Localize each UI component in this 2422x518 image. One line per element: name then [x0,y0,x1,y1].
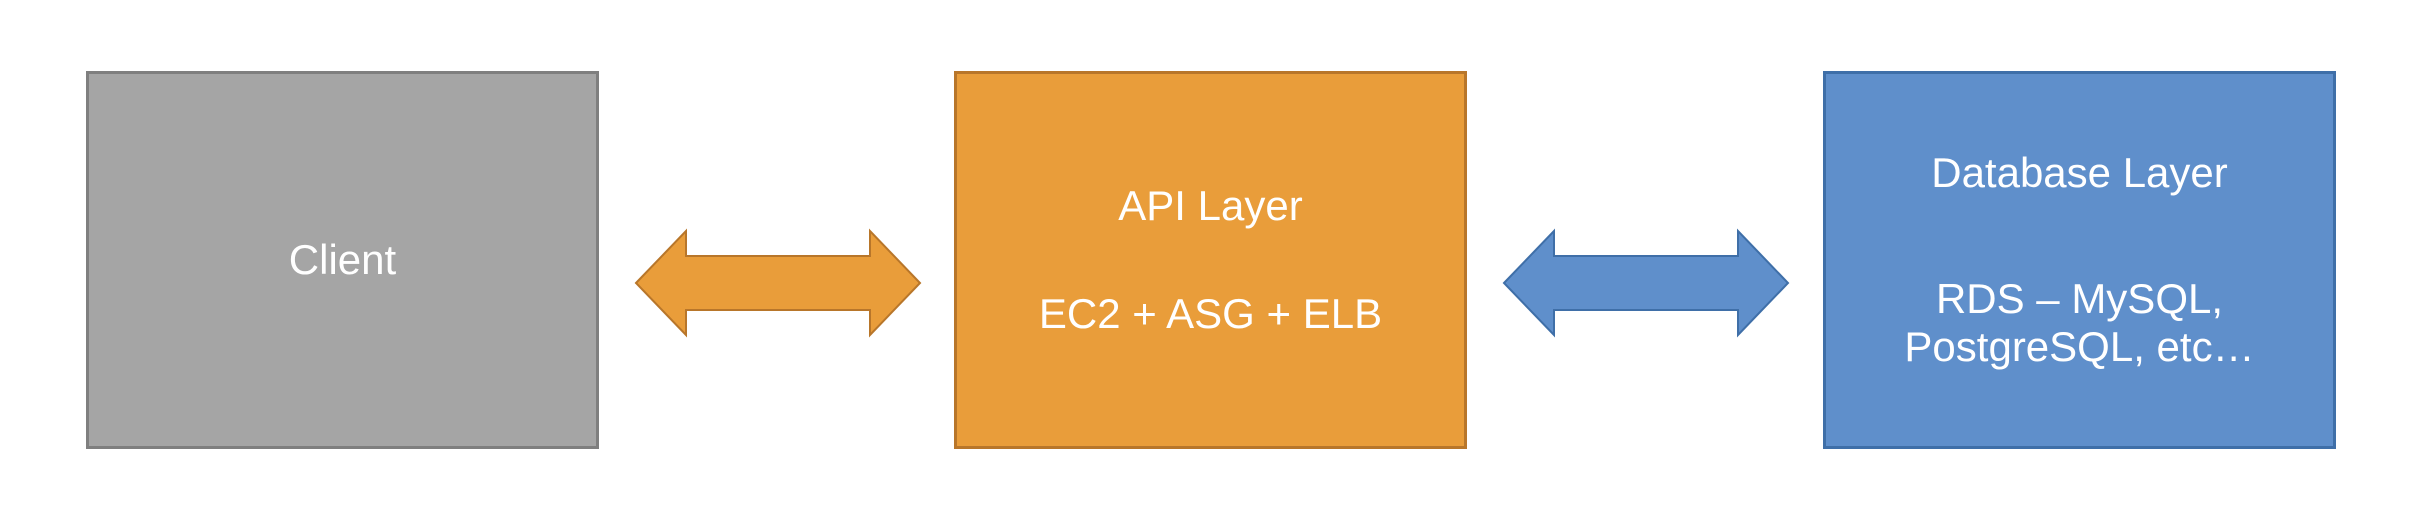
api-layer-detail: EC2 + ASG + ELB [1038,290,1383,337]
database-layer-detail-line1: RDS – MySQL, [1935,274,2224,322]
database-layer-detail-line2: PostgreSQL, etc… [1904,323,2255,371]
api-layer-node: API Layer EC2 + ASG + ELB [954,71,1467,449]
api-database-double-arrow [1502,228,1790,338]
database-layer-node: Database Layer RDS – MySQL, PostgreSQL, … [1823,71,2336,449]
client-node: Client [86,71,599,449]
client-label: Client [288,235,397,283]
api-layer-title: API Layer [1118,181,1303,229]
database-layer-title: Database Layer [1931,148,2228,196]
client-api-double-arrow [634,228,922,338]
